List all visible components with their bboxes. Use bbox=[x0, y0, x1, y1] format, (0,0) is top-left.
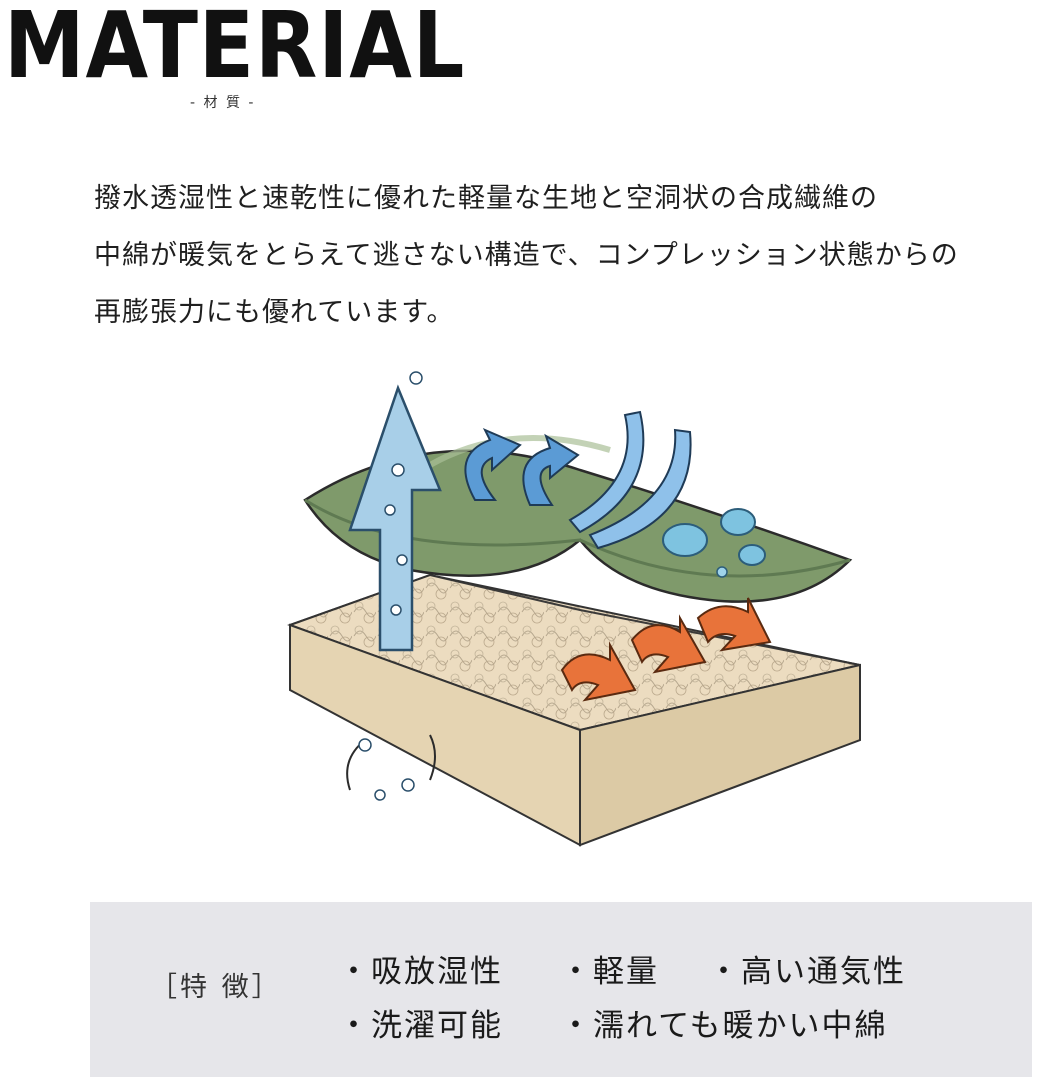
description-line: 中綿が暖気をとらえて逃さない構造で、コンプレッション状態からの bbox=[94, 240, 959, 271]
description-line: 再膨張力にも優れています。 bbox=[94, 297, 455, 328]
page-title: MATERIAL bbox=[4, 0, 466, 99]
description-line: 撥水透湿性と速乾性に優れた軽量な生地と空洞状の合成繊維の bbox=[94, 183, 878, 214]
vapor-arrow-icon bbox=[348, 371, 442, 652]
page-subtitle: - 材 質 - bbox=[190, 95, 256, 111]
water-droplets bbox=[662, 508, 766, 578]
feature-item: ・高い通気性 bbox=[708, 954, 906, 990]
features-box: ［特 徴］ ・吸放湿性 ・軽量 ・高い通気性 ・洗濯可能 ・濡れても暖かい中綿 bbox=[90, 902, 1032, 1077]
features-label: ［特 徴］ bbox=[150, 972, 282, 1003]
material-description: 撥水透湿性と速乾性に優れた軽量な生地と空洞状の合成繊維の 中綿が暖気をとらえて逃… bbox=[94, 170, 1044, 341]
airflow-arrows-icon bbox=[464, 410, 692, 550]
escaping-droplets bbox=[346, 734, 436, 801]
filling-block bbox=[287, 573, 861, 847]
feature-item: ・吸放湿性 bbox=[338, 954, 503, 990]
feature-item: ・軽量 bbox=[560, 954, 659, 990]
warmth-arrows-icon bbox=[560, 597, 772, 702]
material-structure-illustration bbox=[287, 371, 861, 847]
feature-item: ・洗濯可能 bbox=[338, 1008, 503, 1044]
feature-item: ・濡れても暖かい中綿 bbox=[560, 1008, 888, 1044]
